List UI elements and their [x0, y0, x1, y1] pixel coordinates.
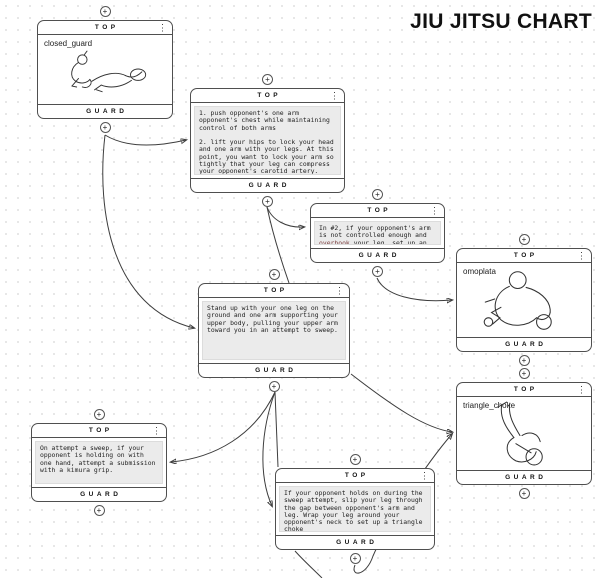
guard-port-label: GUARD	[505, 341, 547, 348]
node-body: closed_guard	[38, 35, 172, 104]
top-port-label: TOP	[513, 252, 538, 259]
add-connection-top-button[interactable]: +	[268, 269, 280, 280]
closed-guard-sketch	[71, 50, 147, 93]
guard-port-label: GUARD	[505, 474, 547, 481]
node-top-port: TOP ⋮	[32, 424, 166, 438]
node-body: triangle_choke	[457, 397, 591, 470]
note-text-segment: In #2, if your opponent's arm is not con…	[319, 224, 435, 240]
node-guard-port: GUARD	[457, 337, 591, 351]
node-menu-icon[interactable]: ⋮	[577, 384, 586, 394]
node-top-port: TOP ⋮	[191, 89, 344, 103]
connector-closedguard-to-armlock	[104, 134, 186, 146]
add-connection-top-button[interactable]: +	[518, 368, 530, 379]
guard-port-label: GUARD	[86, 108, 128, 115]
node-title[interactable]: triangle_choke	[463, 401, 516, 410]
add-connection-bottom-button[interactable]: +	[349, 553, 361, 564]
note-text-segment: your leg, set up an	[349, 238, 431, 245]
top-port-label: TOP	[88, 427, 113, 434]
connector-armlock-to-overhook	[266, 206, 304, 227]
add-connection-bottom-button[interactable]: +	[372, 266, 383, 277]
node-top-port: TOP ⋮	[199, 284, 349, 298]
node-guard-port: GUARD	[199, 363, 349, 377]
node-title[interactable]: closed_guard	[44, 39, 93, 48]
node-guard-port: GUARD	[38, 104, 172, 118]
node-kimura-note[interactable]: + TOP ⋮ On attempt a sweep, if your oppo…	[31, 409, 167, 516]
guard-port-label: GUARD	[358, 252, 400, 259]
node-guard-port: GUARD	[32, 487, 166, 501]
node-title[interactable]: omoplata	[463, 267, 496, 276]
node-menu-icon[interactable]: ⋮	[420, 470, 429, 480]
top-port-label: TOP	[257, 92, 282, 99]
add-connection-bottom-button[interactable]: +	[93, 505, 105, 516]
connector-sweep-to-trianglesetup-top	[274, 391, 279, 468]
node-omoplata[interactable]: + TOP ⋮ omoplata GUARD +	[456, 234, 592, 366]
guard-port-label: GUARD	[248, 182, 290, 189]
node-menu-icon[interactable]: ⋮	[158, 22, 167, 32]
node-guard-port: GUARD	[276, 535, 434, 549]
add-connection-bottom-button[interactable]: +	[99, 122, 111, 133]
omoplata-sketch	[483, 271, 552, 330]
node-body: In #2, if your opponent's arm is not con…	[311, 218, 444, 248]
add-connection-bottom-button[interactable]: +	[518, 355, 530, 366]
node-guard-port: GUARD	[191, 178, 344, 192]
node-body: omoplata	[457, 263, 591, 337]
node-overhook-note[interactable]: + TOP ⋮ In #2, if your opponent's arm is…	[310, 189, 445, 277]
add-connection-top-button[interactable]: +	[372, 189, 383, 200]
add-connection-top-button[interactable]: +	[262, 74, 273, 85]
connector-overhook-to-omoplata	[376, 277, 452, 301]
node-sweep-setup[interactable]: + TOP ⋮ Stand up with your one leg on th…	[198, 269, 350, 392]
node-menu-icon[interactable]: ⋮	[577, 250, 586, 260]
node-triangle-setup[interactable]: + TOP ⋮ If your opponent holds on during…	[275, 454, 435, 564]
connector-sweep-to-trianglesetup	[262, 391, 276, 506]
add-connection-top-button[interactable]: +	[349, 454, 361, 465]
node-text[interactable]: In #2, if your opponent's arm is not con…	[314, 221, 441, 245]
node-menu-icon[interactable]: ⋮	[330, 90, 339, 100]
node-body: On attempt a sweep, if your opponent is …	[32, 438, 166, 487]
node-text[interactable]: Stand up with your one leg on the ground…	[202, 301, 346, 360]
node-triangle-choke[interactable]: + TOP ⋮ triangle_choke GUARD +	[456, 368, 592, 499]
add-connection-bottom-button[interactable]: +	[268, 381, 280, 392]
top-port-label: TOP	[94, 24, 119, 31]
page-title: JIU JITSU CHART	[410, 10, 592, 33]
node-text[interactable]: 1. push opponent's one arm opponent's ch…	[194, 106, 341, 175]
node-text[interactable]: If your opponent holds on during the swe…	[279, 486, 431, 532]
node-arm-lock-steps[interactable]: + TOP ⋮ 1. push opponent's one arm oppon…	[190, 74, 345, 207]
node-top-port: TOP ⋮	[38, 21, 172, 35]
top-port-label: TOP	[513, 386, 538, 393]
add-connection-bottom-button[interactable]: +	[262, 196, 273, 207]
node-text[interactable]: On attempt a sweep, if your opponent is …	[35, 441, 163, 484]
guard-port-label: GUARD	[80, 491, 122, 498]
top-port-label: TOP	[344, 472, 369, 479]
overhook-link[interactable]: overhook	[319, 238, 350, 245]
triangle-choke-sketch	[497, 401, 543, 466]
node-guard-port: GUARD	[311, 248, 444, 262]
node-menu-icon[interactable]: ⋮	[152, 425, 161, 435]
node-closed-guard[interactable]: + TOP ⋮ closed_guard GUARD	[37, 6, 173, 133]
node-guard-port: GUARD	[457, 470, 591, 484]
connector-sweep-to-kimura	[171, 391, 276, 462]
add-connection-top-button[interactable]: +	[99, 6, 111, 17]
node-menu-icon[interactable]: ⋮	[335, 285, 344, 295]
connector-sweep-to-trianglechoke	[350, 373, 452, 432]
node-body: If your opponent holds on during the swe…	[276, 483, 434, 535]
add-connection-top-button[interactable]: +	[518, 234, 530, 245]
node-top-port: TOP ⋮	[457, 249, 591, 263]
node-body: 1. push opponent's one arm opponent's ch…	[191, 103, 344, 178]
node-menu-icon[interactable]: ⋮	[430, 205, 439, 215]
node-body: Stand up with your one leg on the ground…	[199, 298, 349, 363]
connector-trianglesetup-to-offscreen	[294, 550, 323, 578]
guard-port-label: GUARD	[336, 539, 378, 546]
add-connection-top-button[interactable]: +	[93, 409, 105, 420]
guard-port-label: GUARD	[255, 367, 297, 374]
node-top-port: TOP ⋮	[311, 204, 444, 218]
connector-closedguard-to-sweep	[102, 134, 194, 328]
connector-armlock-to-sweep	[266, 206, 290, 284]
top-port-label: TOP	[263, 287, 288, 294]
node-top-port: TOP ⋮	[276, 469, 434, 483]
add-connection-bottom-button[interactable]: +	[518, 488, 530, 499]
top-port-label: TOP	[367, 207, 392, 214]
node-top-port: TOP ⋮	[457, 383, 591, 397]
